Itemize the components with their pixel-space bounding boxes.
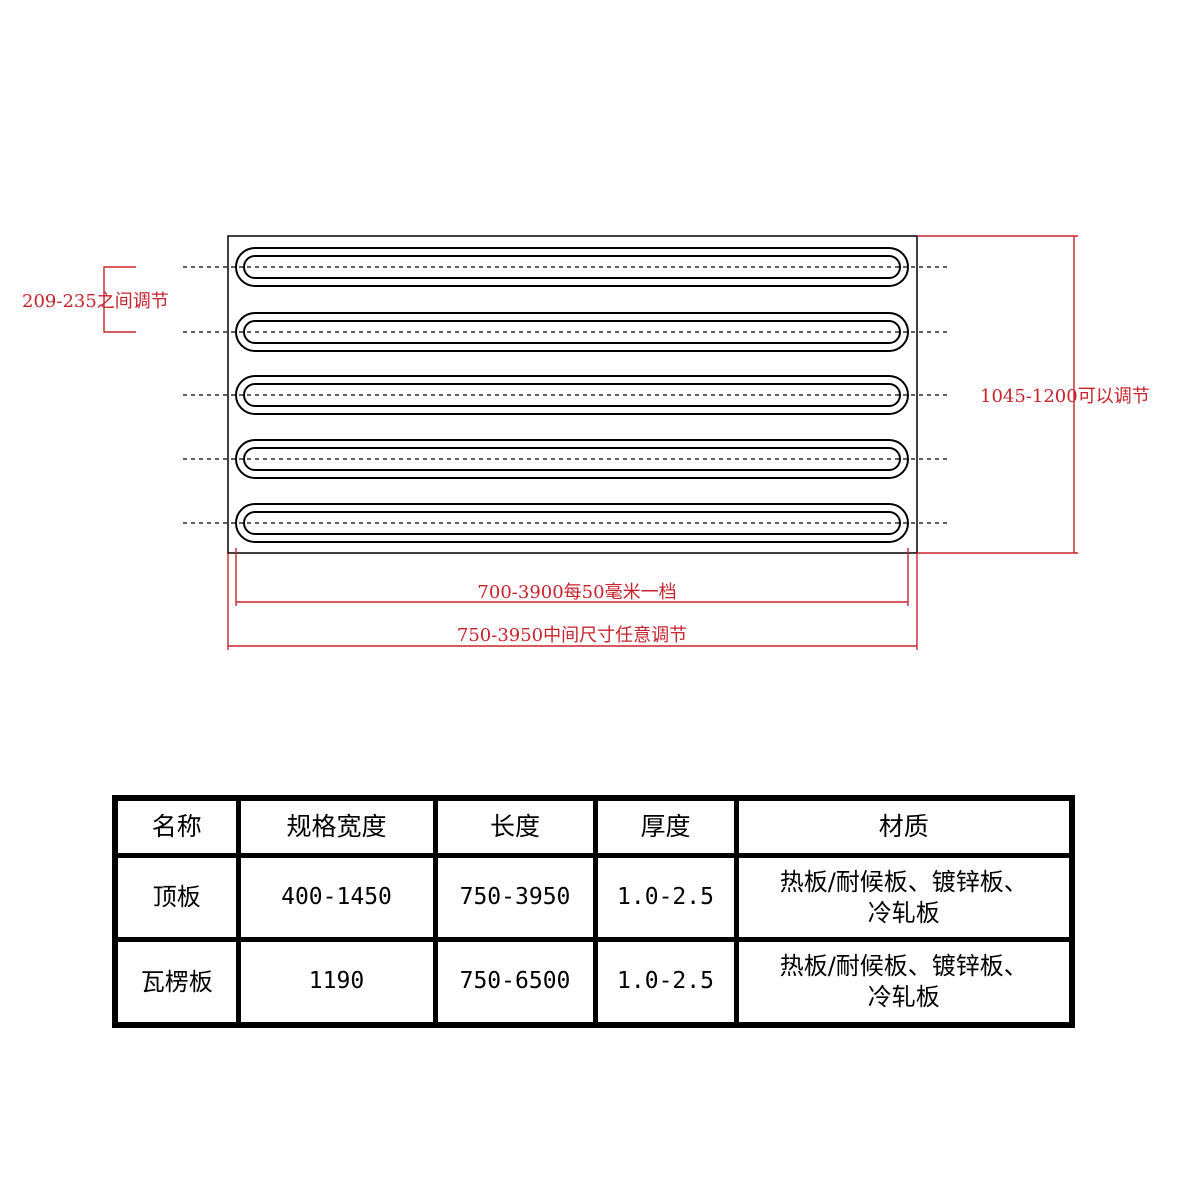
rib-4 [235,439,909,479]
rib-inner [243,383,901,407]
dimension-lines [103,235,1078,650]
cell-thickness: 1.0-2.5 [592,937,739,1028]
material-line: 热板/耐候板、镀锌板、 [779,867,1028,896]
inner-length-label: 700-3900每50毫米一档 [477,582,676,603]
cell-name: 瓦楞板 [112,937,241,1028]
cell-length: 750-3950 [432,852,598,943]
rib-centerlines [183,266,950,524]
cell-thickness: 1.0-2.5 [592,852,739,943]
rib-inner [243,320,901,344]
cell-width: 1190 [235,937,438,1028]
outer-length-label: 750-3950中间尺寸任意调节 [457,625,687,646]
cell-material: 热板/耐候板、镀锌板、 冷轧板 [733,937,1075,1028]
rib-inner [243,511,901,535]
header-name: 名称 [112,795,241,858]
rib-outer [235,312,909,352]
rib-outer [235,439,909,479]
header-length: 长度 [432,795,598,858]
table-row: 顶板 400-1450 750-3950 1.0-2.5 热板/耐候板、镀锌板、… [112,852,1075,943]
header-width: 规格宽度 [235,795,438,858]
table-row: 瓦楞板 1190 750-6500 1.0-2.5 热板/耐候板、镀锌板、 冷轧… [112,937,1075,1028]
material-line: 冷轧板 [867,898,940,927]
total-height-label: 1045-1200可以调节 [980,386,1150,407]
header-material: 材质 [733,795,1075,858]
rib-5 [235,503,909,543]
cell-name: 顶板 [112,852,241,943]
rib-outer [235,247,909,287]
header-thickness: 厚度 [592,795,739,858]
rib-1 [235,247,909,287]
panel-outline [227,235,918,554]
rib-2 [235,312,909,352]
rib-outer [235,503,909,543]
cell-material: 热板/耐候板、镀锌板、 冷轧板 [733,852,1075,943]
material-line: 冷轧板 [867,983,940,1012]
spec-table: 名称 规格宽度 长度 厚度 材质 顶板 400-1450 750-3950 1.… [112,795,1075,1028]
cell-length: 750-6500 [432,937,598,1028]
table-header-row: 名称 规格宽度 长度 厚度 材质 [112,795,1075,858]
rib-spacing-bracket [103,266,136,333]
rib-3 [235,375,909,415]
rib-outer [235,375,909,415]
material-line: 热板/耐候板、镀锌板、 [779,952,1028,981]
panel-drawing: 209-235之间调节 1045-1200可以调节 700-3900每50毫米一… [22,235,1150,650]
rib-spacing-label: 209-235之间调节 [22,291,169,312]
rib-inner [243,255,901,279]
cell-width: 400-1450 [235,852,438,943]
rib-inner [243,447,901,471]
